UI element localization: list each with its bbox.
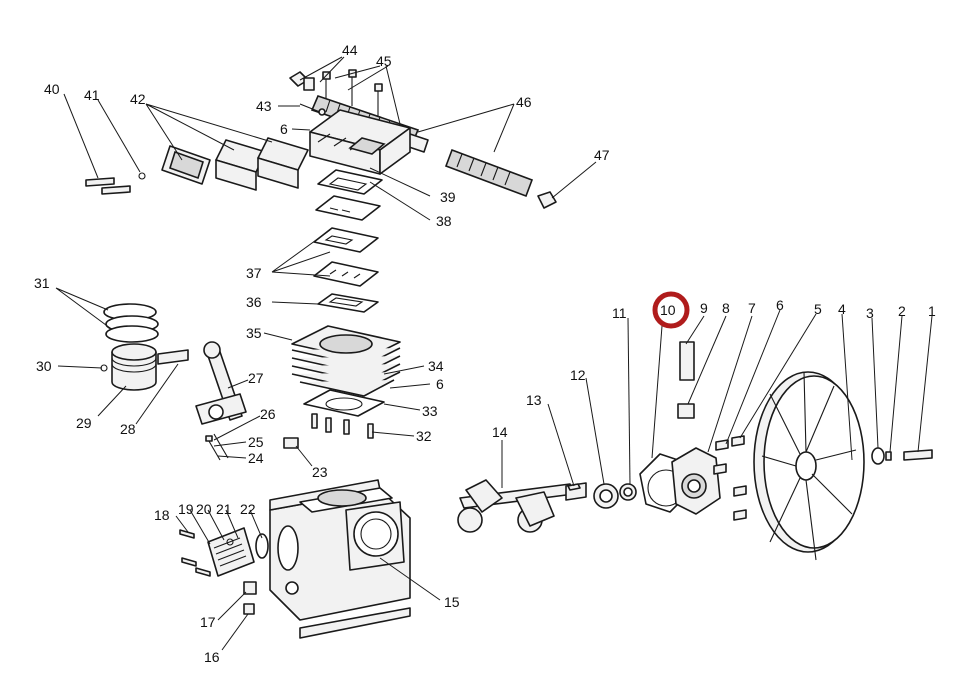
- label-6: 6: [776, 297, 784, 313]
- part-41-washer: [138, 172, 146, 180]
- label-23: 23: [312, 464, 328, 480]
- label-6-upper: 6: [280, 121, 288, 137]
- label-32: 32: [416, 428, 432, 444]
- label-46: 46: [516, 94, 532, 110]
- label-12: 12: [570, 367, 586, 383]
- highlight-ring: [652, 291, 690, 329]
- label-42: 42: [130, 91, 146, 107]
- part-6-5-bolts: [713, 435, 747, 521]
- part-29-piston: [111, 343, 157, 391]
- label-31: 31: [34, 275, 50, 291]
- part-18-bolts: [179, 529, 211, 577]
- label-11: 11: [612, 305, 627, 321]
- label-27: 27: [248, 370, 264, 386]
- label-40: 40: [44, 81, 60, 97]
- part-31-piston-rings: [103, 303, 159, 343]
- label-5: 5: [814, 301, 822, 317]
- label-25: 25: [248, 434, 264, 450]
- part-13-key: [567, 483, 581, 491]
- label-20: 20: [196, 501, 212, 517]
- part-38-gasket: [317, 169, 383, 195]
- label-16: 16: [204, 649, 220, 665]
- label-15: 15: [444, 594, 460, 610]
- part-7-bearing-cover: [671, 447, 721, 515]
- part-11-seal: [619, 483, 637, 501]
- part-3-2-1-washer-bolt: [871, 447, 933, 465]
- label-36: 36: [246, 294, 262, 310]
- label-41: 41: [84, 87, 100, 103]
- part-44-fitting: [289, 71, 315, 91]
- label-3: 3: [866, 305, 874, 321]
- part-37-valve-plates: [313, 195, 381, 287]
- part-33-gasket: [303, 389, 385, 417]
- part-42-valve-cover: [161, 137, 309, 191]
- label-19: 19: [178, 501, 194, 517]
- label-4: 4: [838, 301, 846, 317]
- part-39-head-cover: [309, 109, 411, 175]
- part-24-25-26-bolts: [205, 433, 229, 461]
- label-6-mid: 6: [436, 376, 444, 392]
- part-36-gasket: [317, 293, 379, 313]
- part-4-flywheel: [753, 371, 865, 561]
- label-34: 34: [428, 358, 444, 374]
- label-35: 35: [246, 325, 262, 341]
- part-19-20-21-22-side-cover: [207, 527, 269, 577]
- part-27-connecting-rod: [195, 341, 247, 425]
- label-24: 24: [248, 450, 264, 466]
- label-28: 28: [120, 421, 136, 437]
- label-37: 37: [246, 265, 262, 281]
- label-43: 43: [256, 98, 272, 114]
- label-39: 39: [440, 189, 456, 205]
- label-1: 1: [928, 303, 936, 319]
- label-29: 29: [76, 415, 92, 431]
- label-14: 14: [492, 424, 508, 440]
- part-16-17-drain: [243, 581, 257, 615]
- label-9: 9: [700, 300, 708, 316]
- label-10: 10: [660, 302, 676, 318]
- part-47-elbow: [537, 191, 557, 209]
- part-32-dowels: [311, 413, 374, 439]
- part-labels: 44 45 46 47 43 6 39 38 37 36 35 34 6 33 …: [34, 42, 936, 665]
- label-13: 13: [526, 392, 542, 408]
- part-8-9-breather: [677, 341, 695, 419]
- part-15-crankcase: [269, 479, 411, 639]
- label-44: 44: [342, 42, 358, 58]
- part-43-bolt: [299, 103, 326, 116]
- part-28-pin: [157, 349, 189, 365]
- part-14-crankshaft: [457, 479, 587, 533]
- label-45: 45: [376, 53, 392, 69]
- label-18: 18: [154, 507, 170, 523]
- label-38: 38: [436, 213, 452, 229]
- label-26: 26: [260, 406, 276, 422]
- label-33: 33: [422, 403, 438, 419]
- part-40-bolts: [85, 177, 131, 195]
- label-22: 22: [240, 501, 256, 517]
- label-7: 7: [748, 300, 756, 316]
- label-47: 47: [594, 147, 610, 163]
- label-2: 2: [898, 303, 906, 319]
- leader-lines: [55, 56, 933, 651]
- label-17: 17: [200, 614, 216, 630]
- label-30: 30: [36, 358, 52, 374]
- label-21: 21: [216, 501, 232, 517]
- label-8: 8: [722, 300, 730, 316]
- part-12-bearing: [593, 483, 619, 509]
- part-35-cylinder: [291, 325, 401, 397]
